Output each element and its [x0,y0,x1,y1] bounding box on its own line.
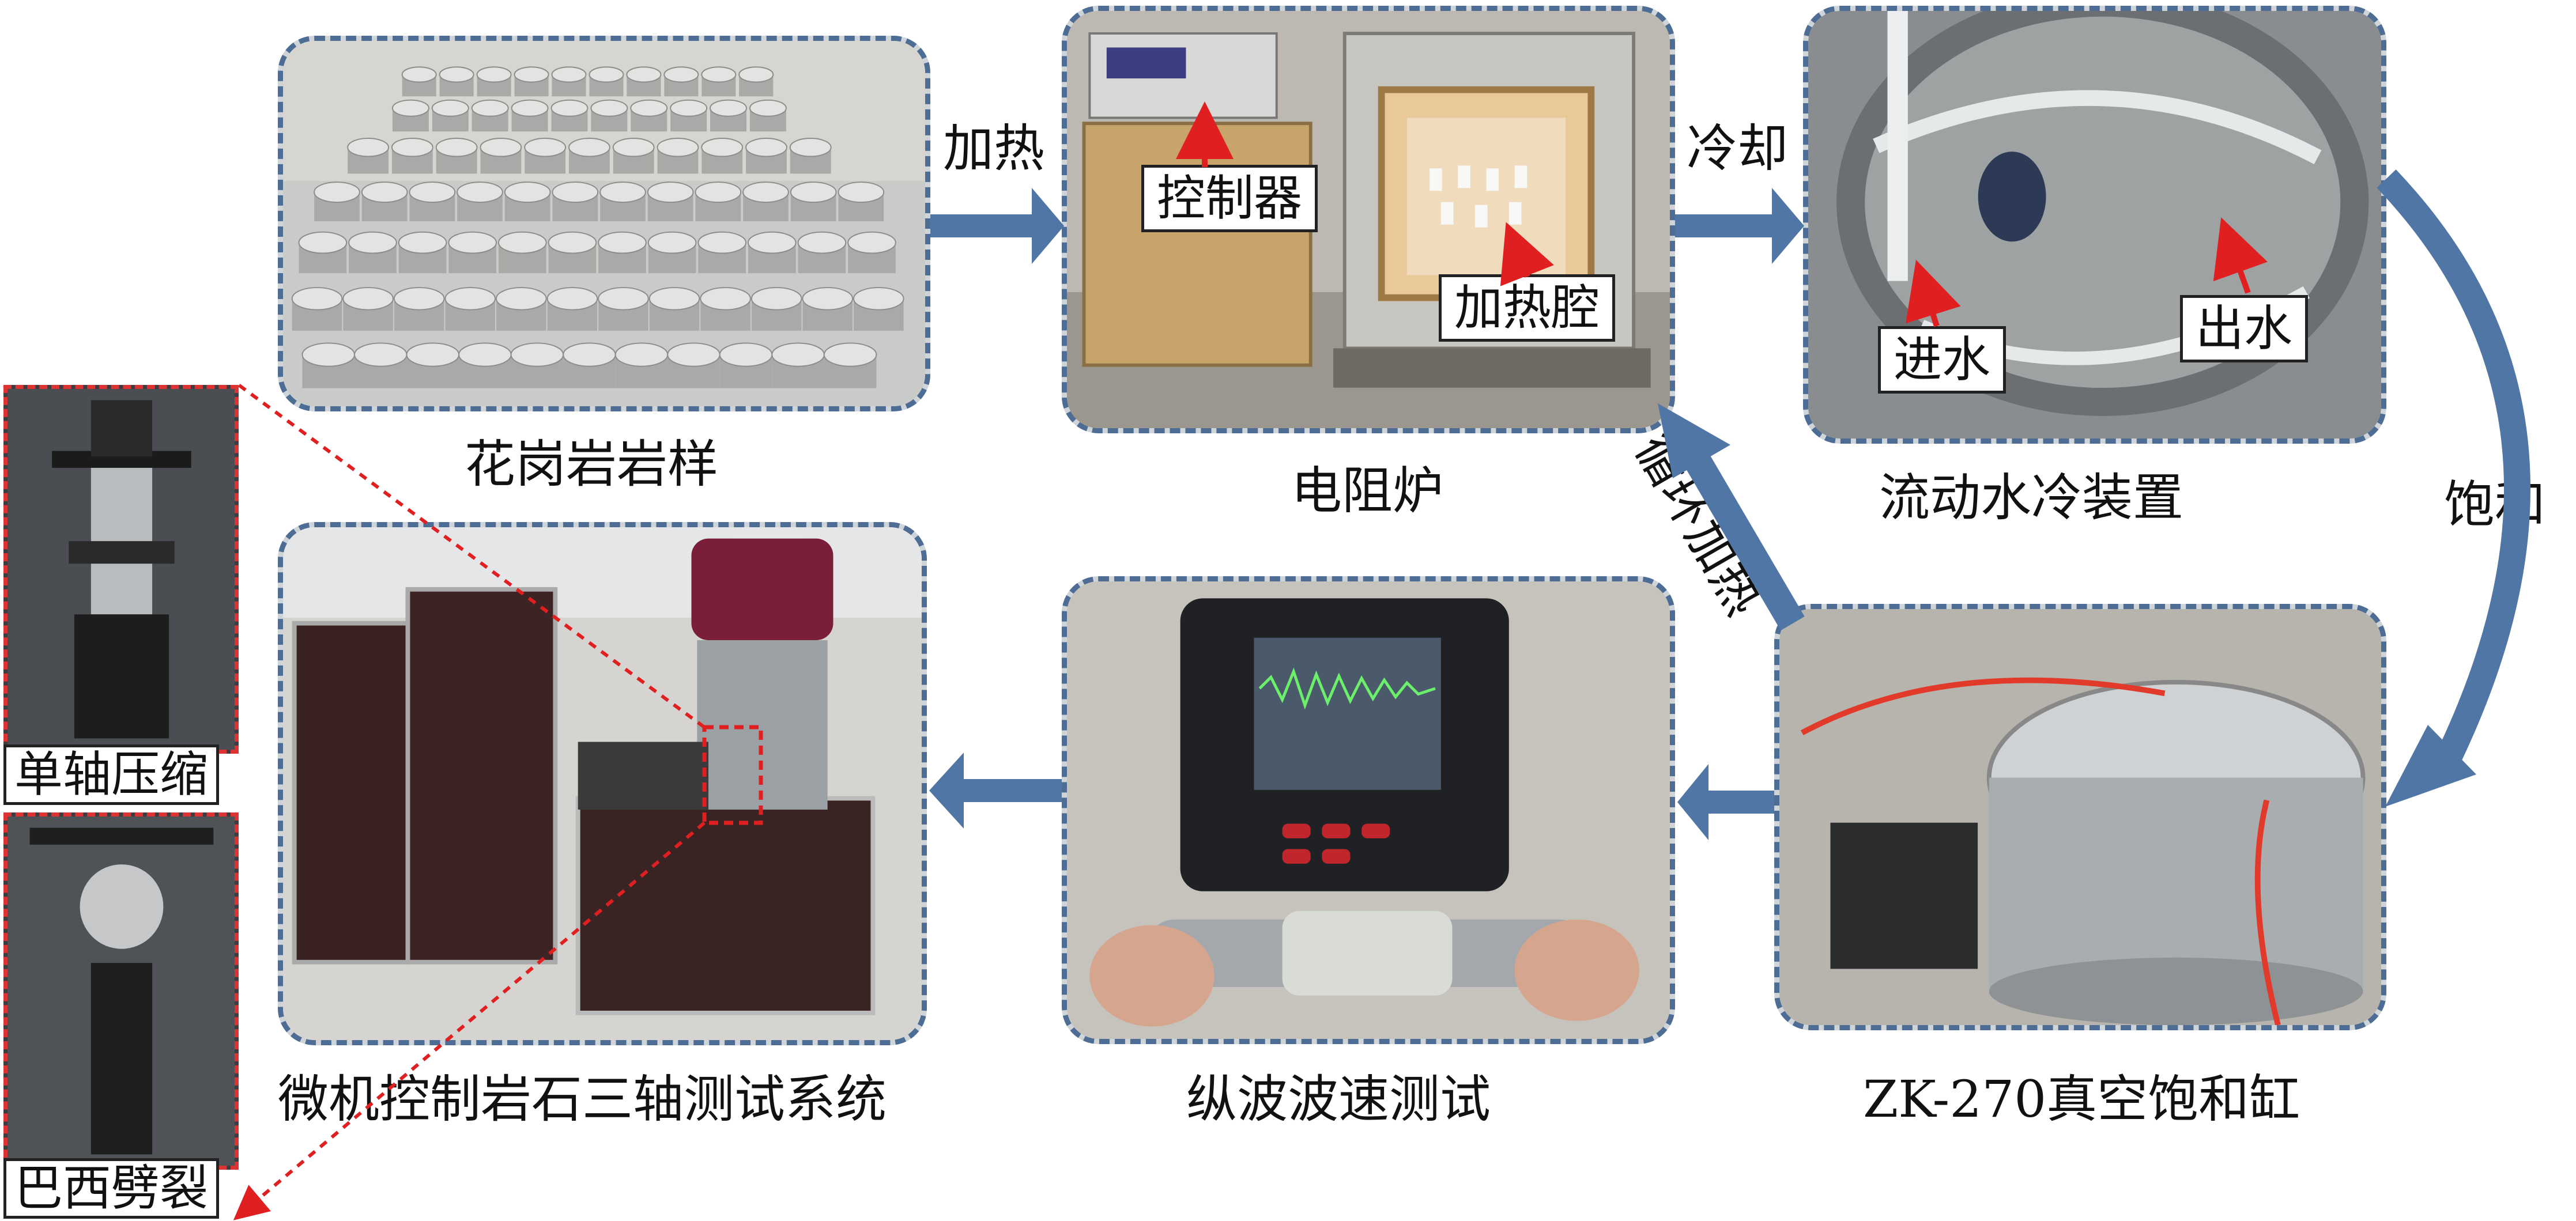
callout-water-out: 出水 [2180,295,2309,362]
arrow-saturate-head [2385,725,2476,807]
arrow-cool [1675,188,1804,264]
leader-line-brazilian [233,821,706,1220]
arrow-cycle-heat-head [1658,403,1730,478]
triaxial-system-image [283,527,922,1040]
flow-label-cool: 冷却 [1687,119,1789,178]
callout-water-in: 进水 [1878,326,2007,394]
vacuum-saturation-image [1779,609,2381,1025]
inset-uniaxial-photo [3,385,239,754]
caption-granite: 花岗岩岩样 [465,434,719,494]
flow-label-heat: 加热 [943,119,1045,178]
caption-saturation: ZK-270真空饱和缸 [1863,1069,2300,1129]
granite-samples-image [283,41,925,406]
panel-triaxial-photo [278,522,927,1045]
callout-arrow-chamber [1500,222,1554,286]
leader-line-uniaxial [237,383,706,729]
panel-wave-photo [1062,576,1675,1044]
arrow-heat [930,188,1064,264]
panel-saturation-photo [1774,604,2386,1030]
arrow-wave-to-triaxial [929,753,1062,829]
caption-cooling: 流动水冷装置 [1879,468,2184,527]
inset-label-brazilian: 巴西劈裂 [3,1158,220,1219]
caption-furnace: 电阻炉 [1291,461,1444,520]
callout-arrow-water-in [1906,259,1961,327]
uniaxial-specimen-image [7,389,235,750]
callout-controller: 控制器 [1141,165,1318,232]
callout-arrow-water-out [2213,217,2268,294]
arrow-saturate [2377,169,2530,761]
inset-label-uniaxial: 单轴压缩 [3,744,220,805]
panel-granite-photo [278,36,930,411]
arrow-saturation-to-wave [1677,764,1774,840]
ultrasonic-tester-image [1067,581,1670,1039]
callout-heating-chamber: 加热腔 [1439,274,1616,342]
inset-brazilian-photo [3,812,239,1170]
arrow-cycle-heat [1683,449,1805,631]
brazilian-specimen-image [7,816,235,1166]
caption-wave: 纵波波速测试 [1186,1069,1491,1129]
specimen-highlight-box [702,725,763,825]
